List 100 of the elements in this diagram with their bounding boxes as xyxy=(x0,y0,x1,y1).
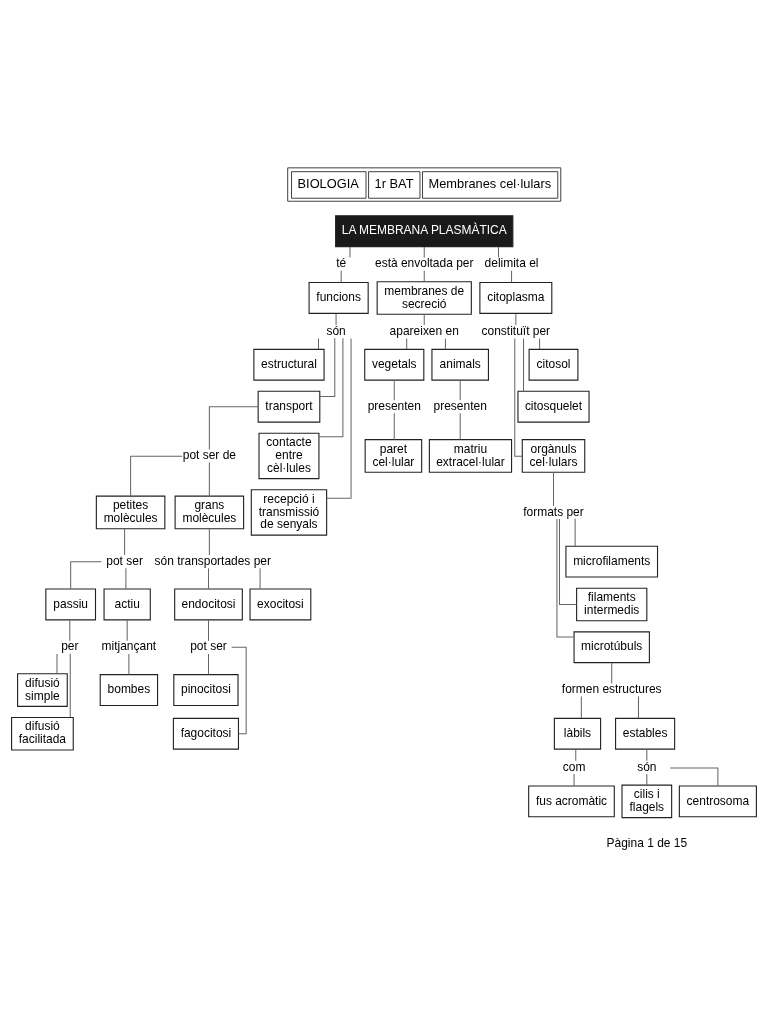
node-box: làbils xyxy=(553,717,602,750)
node-box: passiu xyxy=(45,588,97,621)
connector xyxy=(406,337,408,350)
node-text: pot ser de xyxy=(182,448,236,463)
node-box: exocitosi xyxy=(249,588,312,621)
node-text: són xyxy=(637,759,657,774)
node-text: presenten xyxy=(433,398,487,413)
node-box: citosol xyxy=(528,348,579,381)
connector xyxy=(208,461,210,497)
node-box: matriu extracel·lular xyxy=(428,439,513,473)
connector xyxy=(56,653,58,675)
connector xyxy=(575,748,577,762)
connector xyxy=(559,518,578,605)
node-text: presenten xyxy=(367,398,421,413)
node-text: per xyxy=(61,639,79,654)
node-box: vegetals xyxy=(364,348,425,381)
connector xyxy=(511,270,513,284)
connector xyxy=(259,567,261,590)
connector xyxy=(515,313,517,326)
connector xyxy=(646,748,648,762)
connector xyxy=(393,412,395,441)
connector xyxy=(580,696,582,719)
connector xyxy=(574,518,576,547)
connector xyxy=(340,270,342,284)
node-text: formats per xyxy=(523,504,584,519)
node-box: centrosoma xyxy=(678,785,757,818)
label: Membranes cel·lulars xyxy=(428,175,552,191)
node-text: està envoltada per xyxy=(374,256,474,271)
connector xyxy=(556,518,575,638)
label: Pàgina 1 de 15 xyxy=(606,836,688,851)
connector xyxy=(393,379,395,401)
node-box: contacte entre cèl·lules xyxy=(258,432,320,480)
node-text: són xyxy=(326,323,346,338)
node-box: estables xyxy=(615,717,676,750)
connector xyxy=(208,528,210,556)
node-text: constituït per xyxy=(481,323,551,338)
node-box: animals xyxy=(431,348,489,381)
connector xyxy=(611,662,613,685)
node-box: orgànuls cel·lulars xyxy=(521,439,586,473)
connector xyxy=(498,246,499,258)
connector xyxy=(459,379,461,401)
connector xyxy=(126,619,128,642)
node-box: difusió simple xyxy=(17,673,68,707)
connector xyxy=(318,337,320,350)
node-box: actiu xyxy=(103,588,151,621)
connector xyxy=(231,646,247,735)
node-text: mitjançant xyxy=(101,639,157,654)
connector xyxy=(208,406,259,450)
node-box: endocitosi xyxy=(174,588,243,621)
node-box: citoplasma xyxy=(479,282,553,314)
connector xyxy=(69,619,71,642)
connector xyxy=(70,561,102,590)
connector xyxy=(646,773,648,786)
node-box: recepció i transmissió de senyals xyxy=(250,489,328,536)
node-box: fagocitosi xyxy=(172,717,239,750)
connector xyxy=(423,270,425,283)
node-box: LA MEMBRANA PLASMÀTICA xyxy=(335,215,514,248)
node-box: estructural xyxy=(253,348,325,381)
connector xyxy=(208,619,209,642)
connector xyxy=(539,337,541,350)
node-text: té xyxy=(336,256,347,271)
node-box: transport xyxy=(257,390,321,423)
node-text: apareixen en xyxy=(389,323,459,338)
node-box: membranes de secreció xyxy=(376,281,472,315)
node-box: difusió facilitada xyxy=(11,716,74,751)
connector xyxy=(637,696,639,719)
connector xyxy=(349,246,351,258)
node-text: pot ser xyxy=(106,553,143,568)
node-text: són transportades per xyxy=(154,553,271,568)
node-box: bombes xyxy=(99,674,159,707)
connector xyxy=(573,773,575,787)
connector xyxy=(423,313,425,326)
connector xyxy=(130,455,183,497)
node-text: com xyxy=(562,759,586,774)
connector xyxy=(444,337,446,350)
connector xyxy=(669,767,719,787)
node-box: funcions xyxy=(308,282,369,314)
connector xyxy=(125,567,127,590)
node-box: cilis i flagels xyxy=(621,784,673,819)
connector xyxy=(319,337,336,397)
connector xyxy=(523,337,525,392)
connector xyxy=(335,313,337,326)
node-text: delimita el xyxy=(484,256,539,271)
connector xyxy=(208,567,209,590)
node-text: formen estructures xyxy=(561,682,662,697)
node-box: fus acromàtic xyxy=(528,785,615,818)
connector xyxy=(514,337,523,457)
connector xyxy=(124,528,126,556)
node-box: microfilaments xyxy=(565,545,659,578)
node-box: pinocitosi xyxy=(173,674,239,707)
connector xyxy=(208,653,209,675)
connector xyxy=(326,338,352,499)
label: BIOLOGIA xyxy=(297,175,359,191)
node-box: filaments intermedis xyxy=(576,587,648,622)
connector xyxy=(69,653,71,718)
label: 1r BAT xyxy=(374,175,414,191)
node-box: microtúbuls xyxy=(573,631,650,664)
connector xyxy=(423,246,425,258)
connector xyxy=(128,653,130,675)
node-box: grans molècules xyxy=(174,495,245,530)
